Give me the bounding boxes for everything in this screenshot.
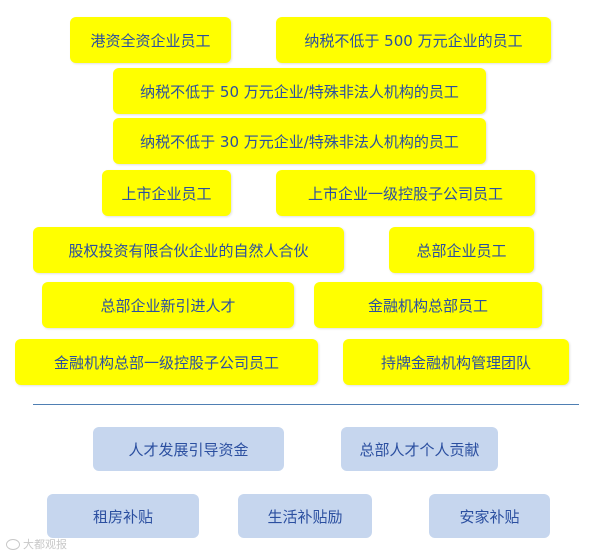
eligibility-label: 上市企业一级控股子公司员工	[307, 184, 503, 203]
eligibility-box-finance-hq: 金融机构总部员工	[314, 282, 542, 328]
eligibility-label: 纳税不低于 30 万元企业/特殊非法人机构的员工	[140, 132, 459, 151]
eligibility-label: 总部企业新引进人才	[100, 296, 236, 315]
eligibility-box-tax-50: 纳税不低于 50 万元企业/特殊非法人机构的员工	[113, 68, 486, 114]
eligibility-label: 港资全资企业员工	[90, 31, 211, 50]
eligibility-box-hk-funded: 港资全资企业员工	[70, 17, 231, 63]
benefit-box-rent-subsidy: 租房补贴	[47, 494, 199, 538]
watermark: 大都观报	[6, 536, 67, 552]
eligibility-label: 纳税不低于 50 万元企业/特殊非法人机构的员工	[140, 82, 459, 101]
benefit-label: 安家补贴	[459, 507, 520, 526]
eligibility-box-licensed-finance-team: 持牌金融机构管理团队	[343, 339, 569, 385]
eligibility-box-tax-500: 纳税不低于 500 万元企业的员工	[276, 17, 551, 63]
eligibility-label: 上市企业员工	[121, 184, 212, 203]
eligibility-label: 金融机构总部员工	[367, 296, 488, 315]
eligibility-box-hq-new-talent: 总部企业新引进人才	[42, 282, 294, 328]
eligibility-label: 总部企业员工	[416, 241, 507, 260]
eligibility-box-finance-subsidiary: 金融机构总部一级控股子公司员工	[15, 339, 318, 385]
eligibility-label: 纳税不低于 500 万元企业的员工	[304, 31, 523, 50]
eligibility-box-listed: 上市企业员工	[102, 170, 231, 216]
section-divider	[33, 404, 579, 405]
eligibility-box-listed-subsidiary: 上市企业一级控股子公司员工	[276, 170, 535, 216]
eligibility-label: 持牌金融机构管理团队	[380, 353, 531, 372]
benefit-box-talent-fund: 人才发展引导资金	[93, 427, 284, 471]
benefit-box-hq-contribution: 总部人才个人贡献	[341, 427, 498, 471]
watermark-text: 大都观报	[23, 538, 67, 551]
benefit-label: 总部人才个人贡献	[359, 440, 480, 459]
eligibility-label: 股权投资有限合伙企业的自然人合伙	[68, 241, 309, 260]
eligibility-box-hq-staff: 总部企业员工	[389, 227, 534, 273]
watermark-logo-icon	[6, 538, 20, 550]
benefit-box-settlement-subsidy: 安家补贴	[429, 494, 550, 538]
eligibility-box-equity-partner: 股权投资有限合伙企业的自然人合伙	[33, 227, 344, 273]
benefit-label: 生活补贴励	[267, 507, 343, 526]
eligibility-label: 金融机构总部一级控股子公司员工	[53, 353, 279, 372]
benefit-label: 租房补贴	[92, 507, 153, 526]
eligibility-box-tax-30: 纳税不低于 30 万元企业/特殊非法人机构的员工	[113, 118, 486, 164]
benefit-box-living-subsidy: 生活补贴励	[238, 494, 372, 538]
benefit-label: 人才发展引导资金	[128, 440, 249, 459]
